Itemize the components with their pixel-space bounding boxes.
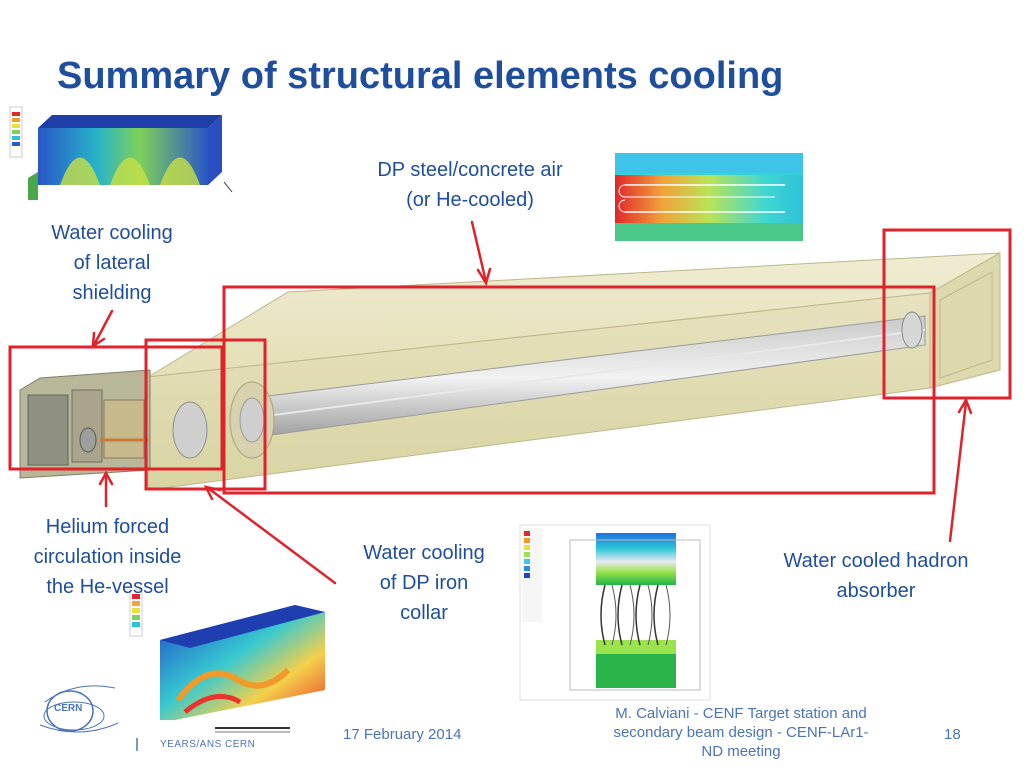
dp-iron-collar-fem-image — [519, 524, 711, 701]
label-helium-line2: circulation inside — [33, 546, 182, 568]
label-hadron-absorber: Water cooled hadron absorber — [745, 546, 1007, 606]
footer-author-line1: M. Calviani - CENF Target station and — [615, 705, 867, 722]
footer-author-line3: ND meeting — [701, 743, 781, 760]
label-absorber-line1: Water cooled hadron — [783, 550, 969, 572]
callout-box-absorber — [882, 228, 1012, 400]
arrow-absorber — [948, 400, 968, 543]
label-lateral-line2: of lateral — [73, 252, 151, 274]
footer-author-line2: secondary beam design - CENF-LAr1- — [613, 724, 869, 741]
cern-logo — [39, 685, 119, 733]
callout-arrows — [91, 220, 973, 585]
he-vessel-fem-image — [129, 589, 325, 733]
arrow-collar — [206, 486, 337, 585]
callout-box-lateral — [8, 345, 224, 471]
dp-steel-concrete-fem-image — [615, 153, 803, 241]
label-collar-line2: of DP iron — [379, 572, 469, 594]
page-number: 18 — [944, 726, 961, 743]
label-dp-steel: DP steel/concrete air (or He-cooled) — [340, 155, 600, 215]
label-helium-circulation: Helium forced circulation inside the He-… — [5, 512, 210, 602]
years-tagline: YEARS/ANS CERN — [160, 739, 256, 750]
label-lateral-shielding: Water cooling of lateral shielding — [22, 218, 202, 308]
label-collar-line1: Water cooling — [363, 542, 485, 564]
label-helium-line3: the He-vessel — [46, 576, 169, 598]
callout-box-collar — [144, 338, 267, 491]
cern-logo-text: CERN — [54, 703, 83, 714]
arrow-lateral — [92, 309, 114, 347]
arrow-dp-steel — [470, 220, 488, 284]
label-dp-steel-line1: DP steel/concrete air — [377, 159, 563, 181]
label-lateral-line1: Water cooling — [51, 222, 173, 244]
callout-box-dp-steel — [222, 285, 936, 495]
label-iron-collar: Water cooling of DP iron collar — [338, 538, 510, 628]
label-dp-steel-line2: (or He-cooled) — [406, 189, 534, 211]
lateral-shielding-fem-image — [9, 106, 233, 200]
callout-boxes — [8, 228, 1012, 495]
footer-date: 17 February 2014 — [343, 726, 462, 743]
label-absorber-line2: absorber — [836, 580, 916, 602]
footer-author: M. Calviani - CENF Target station and se… — [580, 704, 902, 761]
label-helium-line1: Helium forced — [45, 516, 170, 538]
target-station-3d-model — [19, 252, 1001, 491]
slide-title: Summary of structural elements cooling — [57, 55, 784, 97]
label-collar-line3: collar — [400, 602, 448, 624]
label-lateral-line3: shielding — [72, 282, 152, 304]
